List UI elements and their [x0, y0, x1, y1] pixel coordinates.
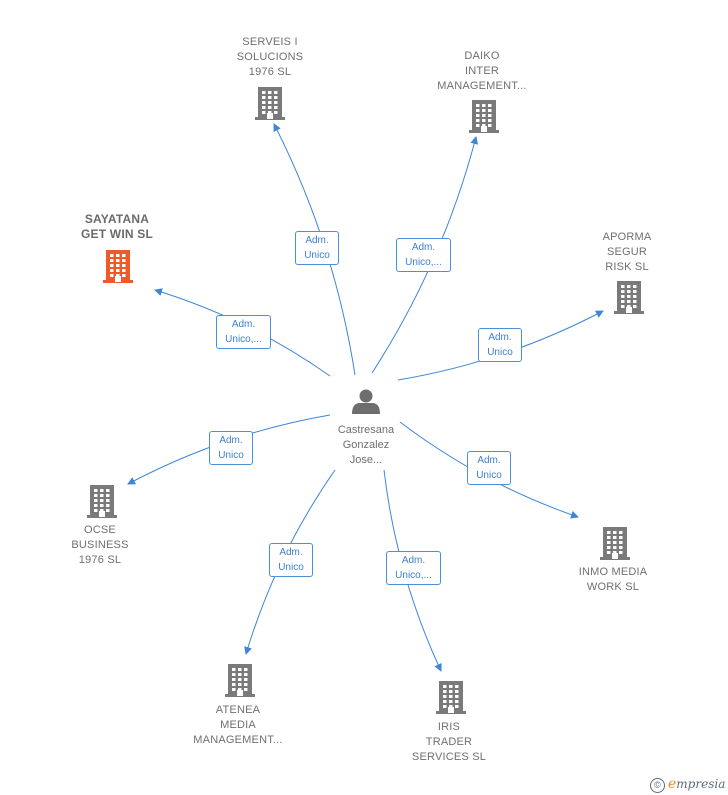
company-label-inmo[interactable]: INMO MEDIA WORK SL [548, 565, 678, 595]
role-label-atenea[interactable]: Adm. Unico [269, 543, 313, 577]
role-text: Unico,... [225, 334, 262, 345]
company-name-line: MANAGEMENT... [437, 80, 527, 92]
building-icon[interactable] [255, 87, 285, 120]
company-name-line: RISK SL [605, 261, 649, 273]
company-name-line: DAIKO [464, 50, 500, 62]
company-label-atenea[interactable]: ATENEA MEDIA MANAGEMENT... [173, 703, 303, 748]
company-name-line: SAYATANA [84, 212, 150, 226]
role-text: Unico [476, 470, 502, 481]
company-name-line: 1976 SL [248, 66, 292, 78]
role-label-sayatana[interactable]: Adm. Unico,... [216, 315, 271, 349]
role-text: Adm. [219, 435, 243, 446]
company-name-line: APORMA [602, 231, 652, 243]
company-name-line: TRADER [425, 736, 473, 748]
role-label-ocse[interactable]: Adm. Unico [209, 431, 253, 465]
company-name-line: INMO MEDIA [578, 566, 648, 578]
copyright-icon: © [650, 778, 665, 793]
company-name-line: SOLUCIONS [236, 51, 304, 63]
role-label-iris[interactable]: Adm. Unico,... [386, 551, 441, 585]
building-icon[interactable] [614, 281, 644, 314]
building-icon[interactable] [436, 681, 466, 714]
role-label-serveis[interactable]: Adm. Unico [295, 231, 339, 265]
role-label-aporma[interactable]: Adm. Unico [478, 328, 522, 362]
role-text: Adm. [411, 242, 436, 253]
brand-rest: mpresia [676, 777, 726, 791]
building-icon[interactable] [600, 527, 630, 560]
role-text: Unico [218, 450, 244, 461]
company-name-line: ATENEA [215, 704, 261, 716]
role-text: Unico,... [405, 257, 442, 268]
empresia-brand: ©empresia [650, 776, 725, 793]
role-label-inmo[interactable]: Adm. Unico [467, 451, 511, 485]
building-icon[interactable] [103, 250, 133, 283]
person-icon[interactable] [352, 389, 380, 415]
company-name-line: OCSE [84, 524, 116, 536]
role-text: Adm. [477, 455, 501, 466]
company-name-line: WORK SL [586, 581, 640, 593]
role-text: Unico [278, 562, 304, 573]
company-name-line: MEDIA [220, 719, 256, 731]
company-name-line: SERVEIS I [242, 36, 298, 48]
role-label-daiko[interactable]: Adm. Unico,... [396, 238, 451, 272]
company-name-line: BUSINESS [71, 539, 129, 551]
role-text: Adm. [279, 547, 303, 558]
building-icon[interactable] [87, 485, 117, 518]
role-text: Unico,... [395, 570, 432, 581]
company-name-line: MANAGEMENT... [193, 734, 283, 746]
role-text: Adm. [305, 235, 329, 246]
brand-e: e [668, 776, 677, 792]
role-text: Adm. [488, 332, 512, 343]
company-name-line: 1976 SL [78, 554, 122, 566]
person-name-line: Gonzalez [342, 439, 390, 451]
person-name-line: Castresana [337, 424, 395, 436]
company-name-line: INTER [465, 65, 499, 77]
company-label-ocse[interactable]: OCSE BUSINESS 1976 SL [35, 523, 165, 568]
company-label-iris[interactable]: IRIS TRADER SERVICES SL [384, 720, 514, 765]
company-label-daiko[interactable]: DAIKO INTER MANAGEMENT... [417, 49, 547, 94]
person-name-line: Jose... [349, 454, 383, 466]
role-text: Unico [487, 347, 513, 358]
building-icon[interactable] [225, 664, 255, 697]
company-label-aporma[interactable]: APORMA SEGUR RISK SL [562, 230, 692, 275]
company-name-line: IRIS [437, 721, 461, 733]
role-text: Adm. [401, 555, 426, 566]
company-name-line: SEGUR [606, 246, 648, 258]
company-name-line: GET WIN SL [81, 227, 153, 241]
role-text: Adm. [231, 319, 256, 330]
company-name-line: SERVICES SL [411, 751, 487, 763]
building-icon[interactable] [469, 100, 499, 133]
role-text: Unico [304, 250, 330, 261]
company-label-serveis[interactable]: SERVEIS I SOLUCIONS 1976 SL [205, 35, 335, 80]
